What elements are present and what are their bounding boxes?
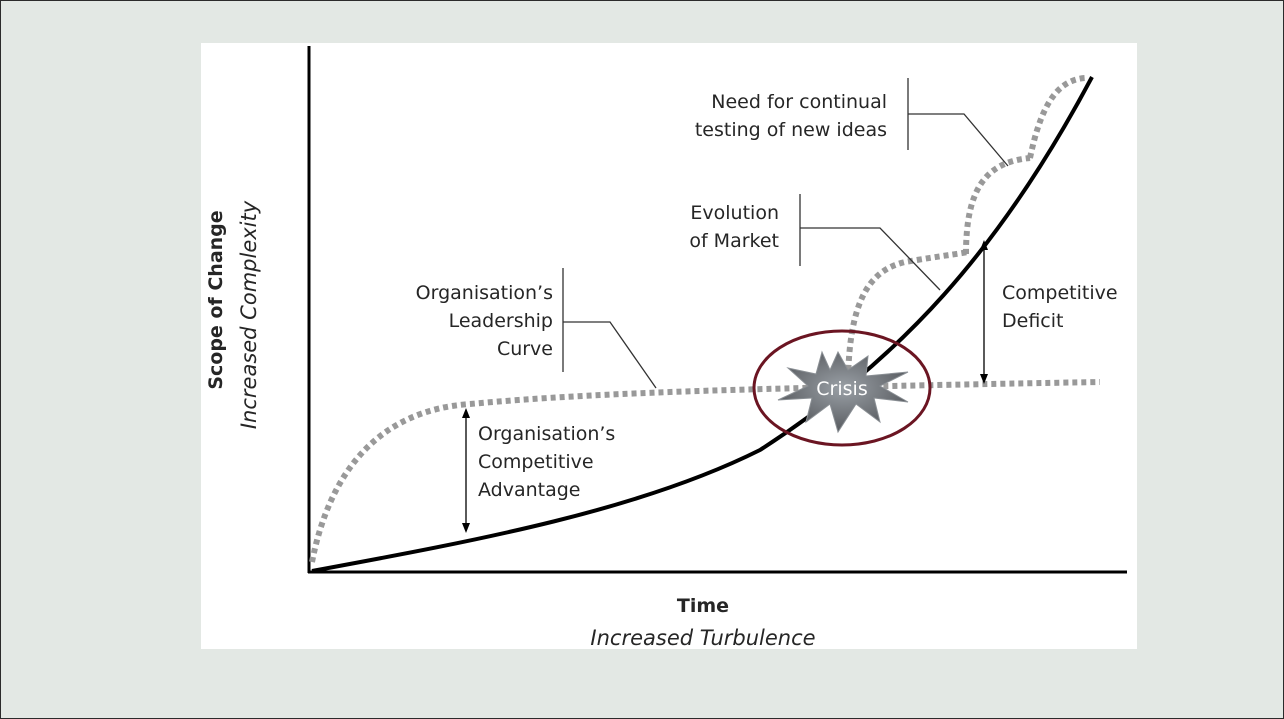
x-axis-title: Time xyxy=(677,595,729,617)
leadership-bracket xyxy=(562,268,657,389)
advantage-label-line3: Advantage xyxy=(478,479,581,501)
market-label-line2: of Market xyxy=(689,230,779,252)
deficit-label-line1: Competitive xyxy=(1002,282,1118,304)
leadership-label-line2: Leadership xyxy=(449,310,553,332)
crisis-label: Crisis xyxy=(816,378,867,400)
leadership-curve-step-1 xyxy=(845,249,969,389)
testing-label-line2: testing of new ideas xyxy=(695,119,887,141)
advantage-arrowhead-bottom xyxy=(462,523,470,533)
testing-bracket xyxy=(907,78,1009,167)
testing-label-line1: Need for continual xyxy=(711,91,887,113)
advantage-label-line2: Competitive xyxy=(478,451,594,473)
leadership-label-line3: Curve xyxy=(497,338,553,360)
leadership-curve-step-3 xyxy=(1027,75,1086,159)
x-axis-subtitle: Increased Turbulence xyxy=(590,626,815,650)
diagram-panel xyxy=(201,43,1137,649)
leadership-curve-step-2 xyxy=(963,155,1031,255)
deficit-arrowhead-bottom xyxy=(980,374,988,384)
deficit-arrowhead-top xyxy=(980,240,988,250)
market-bracket xyxy=(799,194,941,291)
market-curve xyxy=(311,76,1094,573)
y-axis-title: Scope of Change xyxy=(205,210,227,389)
leadership-label-line1: Organisation’s xyxy=(416,282,553,304)
crisis-ellipse xyxy=(752,329,932,447)
market-label-line1: Evolution xyxy=(690,202,779,224)
crisis-burst-icon xyxy=(777,350,909,434)
y-axis-subtitle: Increased Complexity xyxy=(237,200,261,429)
advantage-arrowhead-top xyxy=(462,408,470,418)
deficit-label-line2: Deficit xyxy=(1002,310,1063,332)
advantage-label-line1: Organisation’s xyxy=(478,423,615,445)
